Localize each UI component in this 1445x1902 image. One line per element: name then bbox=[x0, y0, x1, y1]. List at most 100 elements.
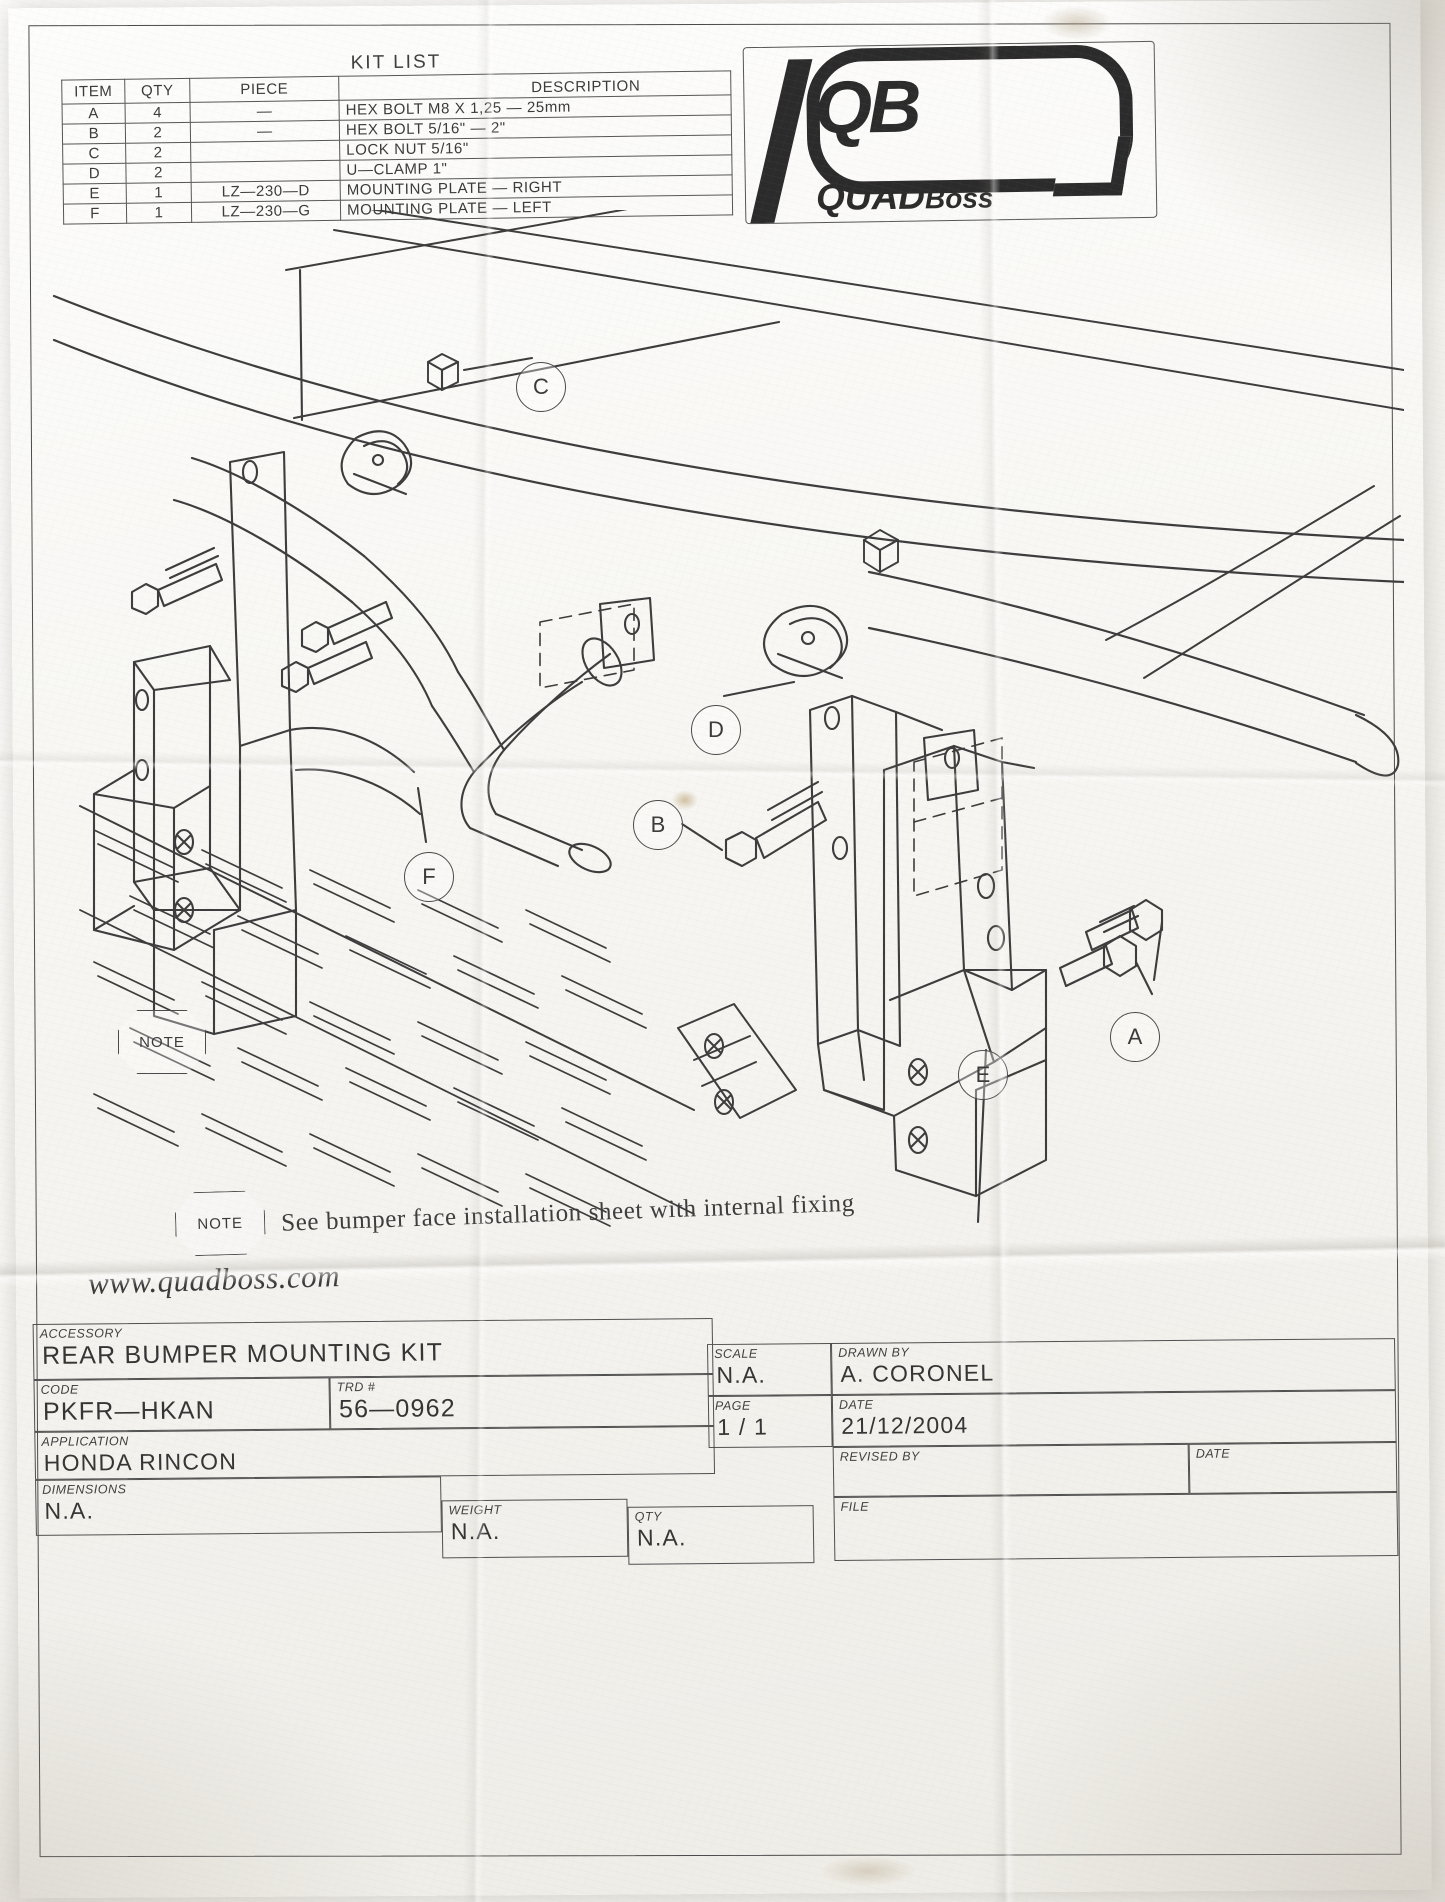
value-application: HONDA RINCON bbox=[43, 1448, 238, 1476]
value-page: 1 / 1 bbox=[717, 1413, 769, 1440]
value-scale: N.A. bbox=[716, 1361, 767, 1388]
kit-list-cell-qty: 2 bbox=[125, 162, 192, 184]
field-weight: WEIGHT N.A. bbox=[441, 1498, 629, 1559]
paper-stain-center bbox=[672, 790, 698, 810]
kit-list-cell-qty: 2 bbox=[125, 142, 191, 164]
label-file: FILE bbox=[840, 1499, 870, 1514]
u-clamp-left bbox=[340, 430, 413, 496]
value-accessory: REAR BUMPER MOUNTING KIT bbox=[41, 1338, 444, 1370]
value-qty: N.A. bbox=[636, 1524, 687, 1551]
logo-inner: QB QUADBoss bbox=[749, 44, 1151, 225]
note-badge-drawing: NOTE bbox=[118, 1010, 206, 1074]
kit-list-cell-item: B bbox=[62, 123, 126, 145]
field-scale: SCALE N.A. bbox=[706, 1342, 832, 1397]
balloon-c: C bbox=[516, 362, 566, 412]
kit-list-cell-qty: 1 bbox=[126, 182, 192, 204]
bracket-ghost-left bbox=[598, 596, 656, 670]
balloon-a: A bbox=[1110, 1012, 1160, 1062]
column-header-piece: PIECE bbox=[189, 76, 339, 103]
hidden-outline-left bbox=[539, 603, 635, 689]
hex-bolt-a-1 bbox=[1084, 898, 1164, 952]
hex-bolt-left-upper bbox=[130, 546, 224, 616]
label-weight: WEIGHT bbox=[448, 1502, 502, 1518]
label-revised-date: DATE bbox=[1195, 1446, 1231, 1461]
value-trd: 56—0962 bbox=[338, 1394, 457, 1424]
label-qty: QTY bbox=[634, 1509, 663, 1524]
value-drawn-by: A. CORONEL bbox=[840, 1359, 995, 1387]
field-trd: TRD # 56—0962 bbox=[329, 1374, 715, 1430]
value-code: PKFR—HKAN bbox=[42, 1396, 216, 1426]
quadboss-logo-box: QB QUADBoss bbox=[742, 40, 1158, 225]
field-accessory: ACCESSORY REAR BUMPER MOUNTING KIT bbox=[32, 1318, 714, 1380]
leader-line-b bbox=[680, 822, 724, 852]
exploded-assembly-drawing bbox=[34, 189, 1406, 1230]
kit-list-cell-qty: 4 bbox=[125, 102, 191, 124]
balloon-e: E bbox=[958, 1050, 1008, 1100]
leader-line-d bbox=[722, 680, 796, 698]
label-application: APPLICATION bbox=[41, 1434, 129, 1449]
left-diagonal-tube bbox=[172, 456, 623, 874]
value-weight: N.A. bbox=[450, 1517, 501, 1545]
kit-list-cell-item: D bbox=[62, 163, 127, 185]
field-drawn-by: DRAWN BY A. CORONEL bbox=[830, 1338, 1396, 1395]
balloon-f: F bbox=[404, 852, 454, 902]
label-dimensions: DIMENSIONS bbox=[42, 1482, 127, 1497]
label-drawn-by: DRAWN BY bbox=[838, 1345, 910, 1360]
label-code: CODE bbox=[40, 1382, 79, 1397]
leader-line-a-2 bbox=[1134, 960, 1154, 996]
kit-list-cell-qty: 2 bbox=[125, 122, 191, 144]
hex-bolt-left-mid-2 bbox=[280, 640, 374, 694]
mounting-plate-left bbox=[92, 450, 422, 1036]
leader-line-f bbox=[416, 786, 428, 844]
title-block: ACCESSORY REAR BUMPER MOUNTING KIT CODE … bbox=[32, 1312, 1399, 1565]
u-clamp-right bbox=[763, 604, 849, 680]
field-revised-date: DATE bbox=[1188, 1442, 1398, 1494]
leader-line-a-1 bbox=[1152, 920, 1164, 982]
kit-list-cell-item: C bbox=[62, 143, 126, 165]
kit-list-cell-item: A bbox=[62, 103, 126, 125]
label-trd: TRD # bbox=[336, 1379, 376, 1395]
bumper-face-panel bbox=[79, 805, 797, 1227]
logo-qb-monogram: QB bbox=[813, 64, 919, 150]
field-qty: QTY N.A. bbox=[627, 1505, 815, 1565]
kit-list-cell-piece: — bbox=[190, 100, 340, 123]
label-scale: SCALE bbox=[714, 1346, 758, 1362]
note-badge-bottom: NOTE bbox=[174, 1190, 266, 1256]
field-date: DATE 21/12/2004 bbox=[831, 1390, 1397, 1447]
field-application: APPLICATION HONDA RINCON bbox=[34, 1426, 716, 1480]
hex-bolt-a-2 bbox=[1058, 934, 1138, 988]
bracket-ghost-right bbox=[922, 728, 980, 802]
label-page: PAGE bbox=[714, 1398, 751, 1413]
kit-list-cell-piece: — bbox=[190, 120, 340, 143]
field-dimensions: DIMENSIONS N.A. bbox=[35, 1476, 442, 1536]
label-accessory: ACCESSORY bbox=[39, 1326, 123, 1341]
column-header-item: ITEM bbox=[61, 79, 126, 105]
field-file: FILE bbox=[833, 1492, 1399, 1561]
kit-list-cell-piece bbox=[190, 160, 341, 183]
field-revised-by: REVISED BY bbox=[832, 1443, 1190, 1497]
logo-qb-tail bbox=[1052, 136, 1132, 197]
label-date: DATE bbox=[838, 1397, 874, 1412]
hex-bolt-left-mid-1 bbox=[300, 600, 394, 654]
hex-nut-d bbox=[862, 529, 900, 574]
balloon-d: D bbox=[691, 705, 741, 755]
value-dimensions: N.A. bbox=[44, 1497, 95, 1524]
label-revised-by: REVISED BY bbox=[839, 1449, 920, 1464]
column-header-qty: QTY bbox=[124, 78, 191, 104]
note-text: See bumper face installation sheet with … bbox=[281, 1189, 856, 1237]
hex-nut-c bbox=[426, 353, 460, 392]
field-page: PAGE 1 / 1 bbox=[707, 1394, 833, 1449]
balloon-b: B bbox=[633, 800, 683, 850]
paper-stain-bottom bbox=[820, 1856, 916, 1886]
field-code: CODE PKFR—HKAN bbox=[33, 1377, 331, 1432]
mounting-plate-right bbox=[808, 694, 1048, 1198]
kit-list-cell-item: E bbox=[63, 183, 127, 205]
hex-bolt-b bbox=[724, 780, 828, 868]
value-date: 21/12/2004 bbox=[841, 1411, 969, 1439]
kit-list-cell-piece: LZ—230—D bbox=[191, 180, 341, 203]
logo-slash-mark bbox=[749, 59, 813, 225]
